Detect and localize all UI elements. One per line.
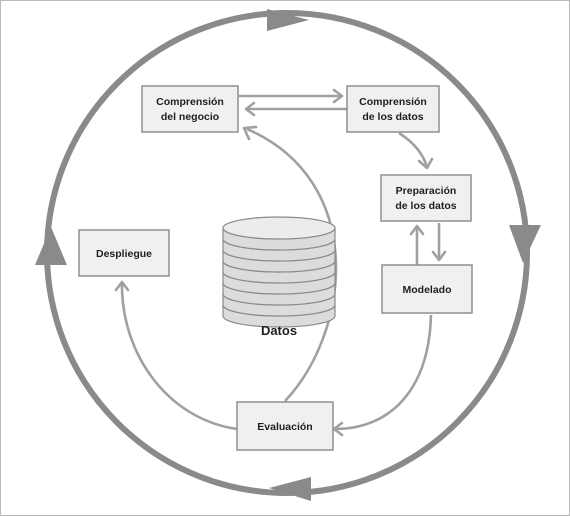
node-modeling-box: [381, 264, 473, 314]
node-data-understanding-line2: de los datos: [362, 111, 423, 123]
database-icon: Datos: [222, 216, 336, 338]
node-modeling-label: Modelado: [403, 284, 452, 296]
node-data-preparation: Preparación de los datos: [380, 174, 472, 222]
arrow-modeling-to-preparation-head: [409, 224, 425, 236]
node-evaluation-label: Evaluación: [257, 421, 312, 433]
ring-arrowhead-top: [267, 9, 309, 31]
ring-arrowhead-bottom: [269, 477, 311, 501]
node-data-understanding-box: [346, 85, 440, 133]
node-deployment: Despliegue: [78, 229, 170, 277]
node-data-preparation-line1: Preparación: [396, 185, 457, 197]
arrow-business-to-data-head: [332, 88, 344, 104]
arrow-modeling-to-evaluation: [334, 314, 433, 431]
node-modeling: Modelado: [381, 264, 473, 314]
phase-flows: [114, 88, 447, 437]
arrow-data-to-business-head: [244, 101, 256, 117]
arrow-data-to-preparation-head: [417, 157, 434, 170]
node-business-understanding-box: [141, 85, 239, 133]
node-deployment-box: [78, 229, 170, 277]
node-deployment-label: Despliegue: [96, 248, 152, 260]
node-business-understanding: Comprensión del negocio: [141, 85, 239, 133]
ring-arrowhead-right: [509, 225, 541, 263]
arrow-evaluation-to-business-head: [242, 125, 258, 141]
arrow-evaluation-to-deployment-head: [114, 280, 130, 292]
ring-arrowhead-left: [35, 227, 67, 265]
node-business-understanding-line2: del negocio: [161, 111, 219, 123]
node-data-understanding: Comprensión de los datos: [346, 85, 440, 133]
arrow-evaluation-to-business: [246, 127, 338, 402]
database-disk-stack: [222, 216, 336, 328]
node-data-preparation-box: [380, 174, 472, 222]
arrow-modeling-to-evaluation-head: [332, 421, 344, 437]
arrow-data-to-preparation: [398, 131, 429, 168]
database-label: Datos: [261, 323, 297, 338]
arrow-evaluation-to-deployment: [120, 282, 238, 431]
outer-cycle-ring: [35, 9, 541, 501]
arrow-preparation-to-modeling-head: [431, 250, 447, 262]
node-evaluation: Evaluación: [236, 401, 334, 451]
node-data-preparation-line2: de los datos: [395, 200, 456, 212]
node-business-understanding-line1: Comprensión: [156, 96, 224, 108]
node-evaluation-box: [236, 401, 334, 451]
node-data-understanding-line1: Comprensión: [359, 96, 427, 108]
database-disk-top: [222, 216, 336, 240]
